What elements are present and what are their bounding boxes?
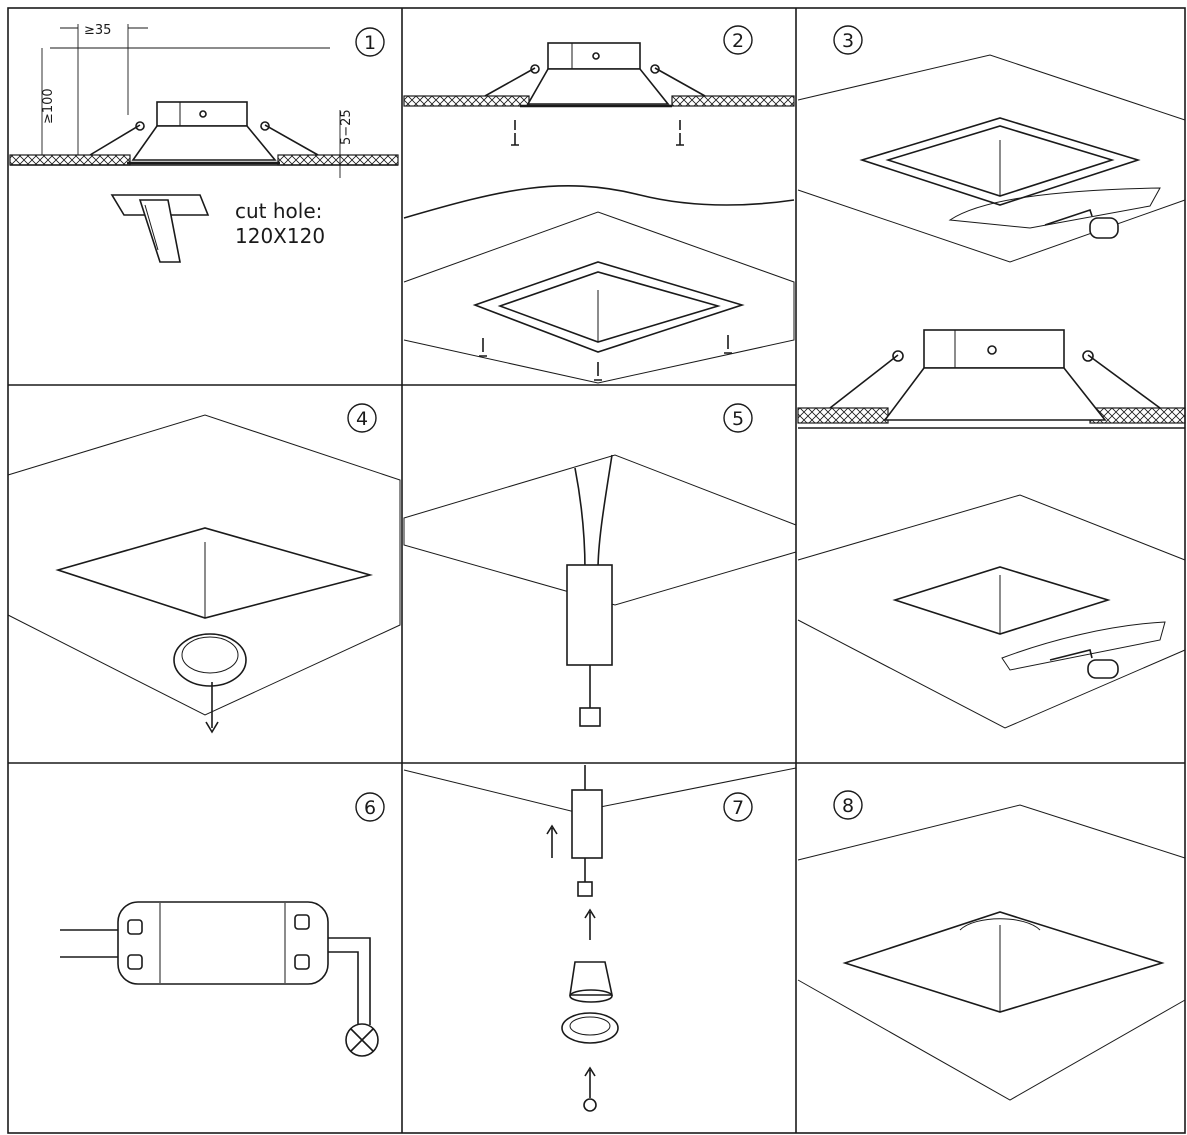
panel-step-7: 7 bbox=[403, 765, 797, 1112]
cut-hole-size: 120X120 bbox=[235, 224, 325, 248]
dim-height-label: ≥100 bbox=[41, 88, 56, 124]
cut-hole-label: cut hole: bbox=[235, 199, 322, 223]
dim-ceiling-label: 5−25 bbox=[339, 109, 354, 145]
step-number-badge bbox=[355, 27, 385, 57]
panel-step-5: 5 bbox=[403, 403, 797, 727]
panel-step-2: 2 bbox=[403, 25, 795, 384]
step-2-number: 2 bbox=[732, 30, 744, 52]
dim-top-gap-label: ≥35 bbox=[84, 23, 111, 38]
panel-step-1: ≥35 ≥100 5−25 cut hole: 120X120 1 bbox=[9, 23, 399, 263]
step-4-number: 4 bbox=[356, 408, 368, 430]
step-8-number: 8 bbox=[842, 795, 854, 817]
step-7-number: 7 bbox=[732, 797, 744, 819]
panel-step-6: 6 bbox=[60, 792, 385, 1057]
step-3-number: 3 bbox=[842, 30, 854, 52]
panel-step-8: 8 bbox=[797, 790, 1186, 1101]
panel-step-3: 3 bbox=[797, 25, 1186, 729]
step-1-number: 1 bbox=[364, 32, 376, 54]
step-6-number: 6 bbox=[364, 797, 376, 819]
step-5-number: 5 bbox=[732, 408, 744, 430]
panel-step-4: 4 bbox=[7, 403, 401, 734]
